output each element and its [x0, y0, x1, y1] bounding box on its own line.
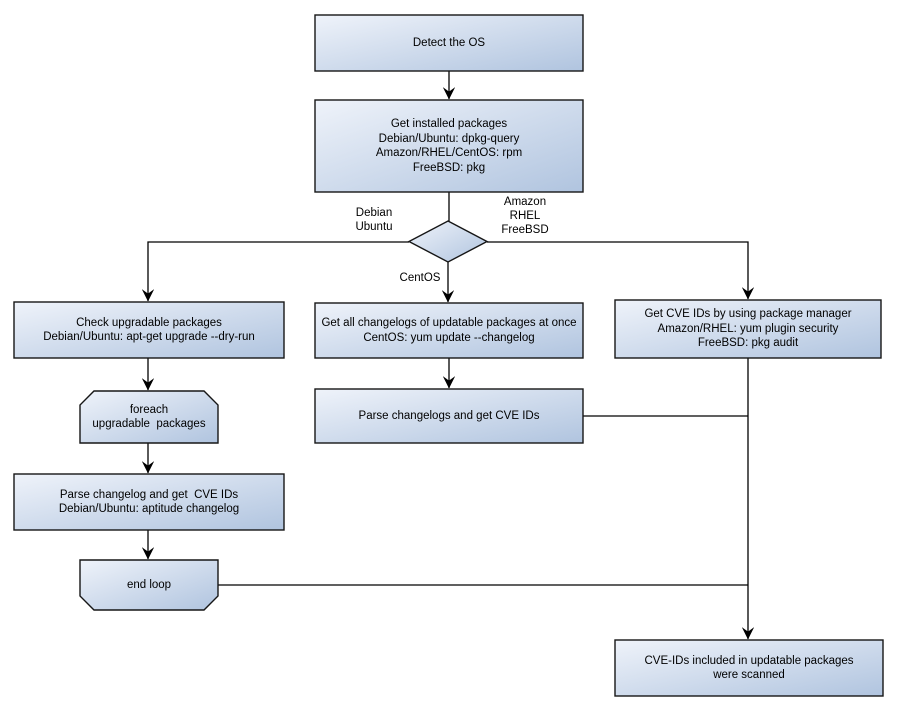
- node-text-line: Get all changelogs of updatable packages…: [321, 317, 577, 329]
- edge-label-line: RHEL: [509, 210, 541, 222]
- node-text-line: foreach: [129, 403, 169, 416]
- edge-label-centos: CentOS: [395, 271, 445, 285]
- node-shape-parse-changelog: [13, 473, 285, 531]
- node-check-upgradable: Check upgradable packages Debian/Ubuntu:…: [14, 302, 284, 358]
- node-text-line: end loop: [126, 578, 172, 591]
- node-text-line: Debian/Ubuntu: apt-get upgrade --dry-run: [43, 331, 255, 343]
- edge-label-line: Ubuntu: [355, 221, 393, 233]
- node-text-line: CentOS: yum update --changelog: [363, 331, 535, 344]
- node-shape-foreach-loop: [79, 390, 219, 444]
- node-end-loop: end loop: [80, 560, 218, 610]
- edge-label-line: CentOS: [399, 272, 441, 284]
- node-shape-parse-changelogs: [314, 388, 584, 444]
- node-shape-get-changelogs: [314, 302, 584, 359]
- node-get-cve-pkgmgr: Get CVE IDs by using package manager Ama…: [615, 300, 881, 358]
- node-text-line: Amazon/RHEL/CentOS: rpm: [375, 147, 523, 159]
- edge-decision-to-get-cve: [487, 241, 755, 300]
- edge-label-line: Amazon: [503, 196, 547, 208]
- node-text-line: Parse changelog and get CVE IDs: [59, 488, 239, 501]
- edge-label-line: Debian: [355, 207, 393, 219]
- node-shape-end-loop: [79, 559, 219, 611]
- node-foreach-loop: foreach upgradable packages: [80, 391, 218, 443]
- edge-label-debian-ubuntu: Debian Ubuntu: [340, 206, 408, 234]
- node-shape-detect-os: [314, 14, 584, 72]
- node-detect-os: Detect the OS: [315, 15, 583, 71]
- edge-label-amazon-rhel-freebsd: Amazon RHEL FreeBSD: [488, 195, 562, 237]
- node-text-line: Debian/Ubuntu: aptitude changelog: [58, 503, 240, 515]
- node-text-line: FreeBSD: pkg: [412, 161, 486, 174]
- node-shape-check-upgradable: [13, 301, 285, 359]
- node-get-installed: Get installed packages Debian/Ubuntu: dp…: [315, 100, 583, 192]
- node-text-line: Debian/Ubuntu: dpkg-query: [378, 132, 520, 145]
- node-scanned: CVE-IDs included in updatable packages w…: [615, 640, 883, 696]
- node-text-line: Parse changelogs and get CVE IDs: [358, 409, 540, 422]
- node-text-line: upgradable packages: [92, 418, 206, 430]
- node-text-line: FreeBSD: pkg audit: [697, 337, 799, 350]
- edge-decision-to-check-upgradable: [141, 241, 409, 302]
- node-get-changelogs: Get all changelogs of updatable packages…: [315, 303, 583, 358]
- node-text-line: Get CVE IDs by using package manager: [644, 308, 852, 321]
- node-shape-os-decision-diamond: [407, 220, 489, 263]
- node-text-line: Amazon/RHEL: yum plugin security: [657, 322, 839, 335]
- node-parse-changelogs: Parse changelogs and get CVE IDs: [315, 389, 583, 443]
- node-text-line: were scanned: [713, 669, 785, 681]
- node-shape-get-installed: [314, 99, 584, 193]
- edge-label-line: FreeBSD: [501, 224, 549, 236]
- node-shape-get-cve-pkgmgr: [614, 299, 882, 359]
- node-shape-scanned: [614, 639, 884, 697]
- node-text-line: Detect the OS: [412, 36, 486, 49]
- node-text-line: CVE-IDs included in updatable packages: [644, 654, 854, 667]
- node-parse-changelog: Parse changelog and get CVE IDs Debian/U…: [14, 474, 284, 530]
- node-text-line: Get installed packages: [390, 118, 508, 130]
- node-text-line: Check upgradable packages: [76, 316, 222, 329]
